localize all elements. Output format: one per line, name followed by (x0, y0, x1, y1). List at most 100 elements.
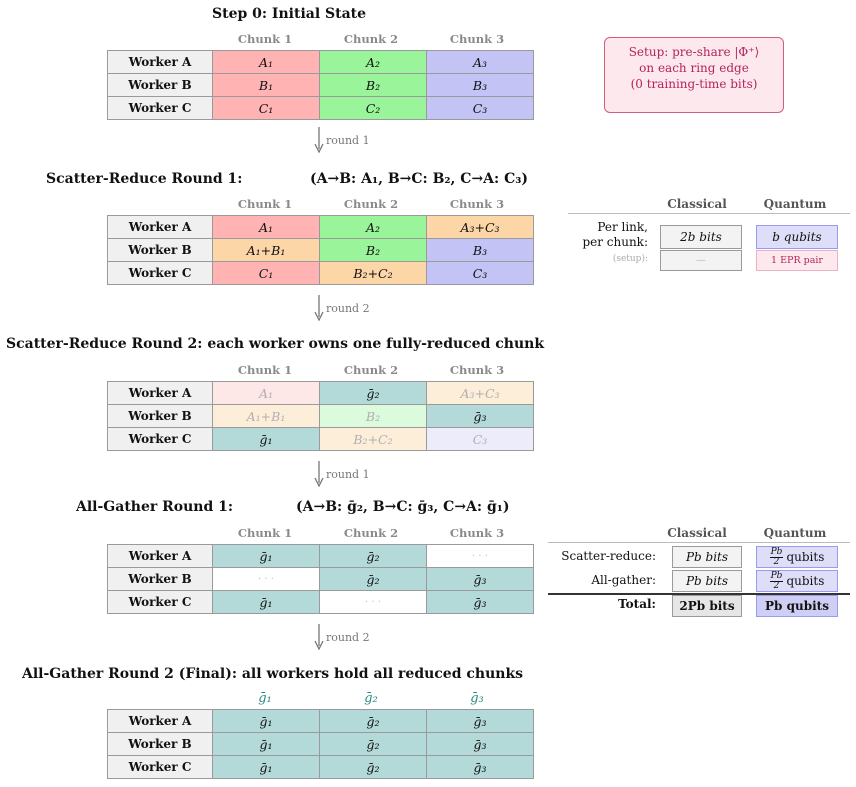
sr2-table: Worker A A₁ ḡ₂ A₃+C₃ Worker B A₁+B₁ B₂ ḡ… (107, 381, 534, 451)
cost1-label-setup: (setup): (612, 254, 648, 264)
row-label: Worker A (107, 50, 213, 74)
table-cell: ḡ₁ (212, 755, 320, 779)
cost1-classical-value: 2b bits (660, 225, 742, 249)
table-cell: A₃+C₃ (426, 215, 534, 239)
column-header: Chunk 1 (237, 197, 293, 211)
table-row: Worker C C₁ C₂ C₃ (107, 96, 534, 120)
table-cell: · · · (426, 544, 534, 568)
row-label: Worker C (107, 96, 213, 120)
cost1-header-quantum: Quantum (763, 197, 827, 211)
row-label: Worker A (107, 709, 213, 733)
table-cell: ḡ₁ (212, 544, 320, 568)
cost2-classical-gather: Pb bits (672, 570, 742, 592)
cost1-quantum-value: b qubits (756, 225, 838, 249)
table-cell: B₂ (319, 238, 427, 262)
divider (548, 542, 850, 543)
table-cell: A₁ (212, 50, 320, 74)
cost2-total-label: Total: (618, 597, 656, 611)
quantum-unit: qubits (786, 550, 825, 564)
table-cell: ḡ₃ (426, 590, 534, 614)
table-row: Worker C ḡ₁ ḡ₂ ḡ₃ (107, 755, 534, 779)
table-cell: A₂ (319, 215, 427, 239)
sr1-detail: (A→B: A₁, B→C: B₂, C→A: C₃) (310, 171, 528, 187)
ag1-title: All-Gather Round 1: (76, 499, 234, 515)
row-label: Worker A (107, 215, 213, 239)
ag2-title: All-Gather Round 2 (Final): all workers … (22, 666, 524, 682)
table-cell: C₂ (319, 96, 427, 120)
table-cell: A₁ (212, 381, 320, 405)
setup-note-line: on each ring edge (639, 61, 749, 75)
table-row: Worker B A₁+B₁ B₂ ḡ₃ (107, 404, 534, 428)
table-cell: ḡ₁ (212, 709, 320, 733)
fraction-numerator: Pb (769, 570, 784, 582)
table-cell: B₁ (212, 73, 320, 97)
table-cell: B₃ (426, 238, 534, 262)
table-cell: ḡ₁ (212, 590, 320, 614)
column-header: Chunk 2 (343, 526, 399, 540)
down-arrow-icon (314, 127, 324, 153)
table-cell: ḡ₁ (212, 732, 320, 756)
table-cell: B₂ (319, 404, 427, 428)
table-cell: C₃ (426, 96, 534, 120)
fraction-numerator: Pb (769, 546, 784, 558)
quantum-unit: qubits (786, 574, 825, 588)
ag1-table: Worker A ḡ₁ ḡ₂ · · · Worker B · · · ḡ₂ ḡ… (107, 544, 534, 614)
row-label: Worker C (107, 427, 213, 451)
cost2-header-quantum: Quantum (763, 526, 827, 540)
round-arrow: round 2 (314, 624, 370, 650)
table-row: Worker A ḡ₁ ḡ₂ ḡ₃ (107, 709, 534, 733)
column-header: Chunk 2 (343, 363, 399, 377)
down-arrow-icon (314, 295, 324, 321)
cost2-total-quantum: Pb qubits (756, 595, 838, 617)
column-header: ḡ₁ (258, 691, 272, 706)
table-cell: B₂+C₂ (319, 427, 427, 451)
table-cell: · · · (319, 590, 427, 614)
setup-note-line: Setup: pre-share |Φ⁺⟩ (628, 45, 760, 59)
step0-title: Step 0: Initial State (212, 6, 367, 22)
table-cell: A₃ (426, 50, 534, 74)
arrow-label: round 2 (326, 301, 370, 315)
table-cell: B₃ (426, 73, 534, 97)
sr1-table: Worker A A₁ A₂ A₃+C₃ Worker B A₁+B₁ B₂ B… (107, 215, 534, 285)
table-cell: C₁ (212, 261, 320, 285)
table-cell: ḡ₂ (319, 709, 427, 733)
table-cell: ḡ₂ (319, 381, 427, 405)
column-header: ḡ₂ (364, 691, 378, 706)
table-row: Worker B B₁ B₂ B₃ (107, 73, 534, 97)
cost1-label: per chunk: (582, 235, 648, 249)
round-arrow: round 1 (314, 461, 370, 487)
sr1-title: Scatter-Reduce Round 1: (46, 171, 243, 187)
table-row: Worker A A₁ A₂ A₃ (107, 50, 534, 74)
column-header: Chunk 2 (343, 197, 399, 211)
cost2-header-classical: Classical (667, 526, 727, 540)
round-arrow: round 2 (314, 295, 370, 321)
table-cell: ḡ₃ (426, 709, 534, 733)
table-cell: A₃+C₃ (426, 381, 534, 405)
table-row: Worker B A₁+B₁ B₂ B₃ (107, 238, 534, 262)
column-header: Chunk 1 (237, 32, 293, 46)
step0-table: Worker A A₁ A₂ A₃ Worker B B₁ B₂ B₃ Work… (107, 50, 534, 120)
row-label: Worker C (107, 261, 213, 285)
row-label: Worker B (107, 404, 213, 428)
sr2-title: Scatter-Reduce Round 2: each worker owns… (6, 336, 545, 352)
table-cell: ḡ₃ (426, 755, 534, 779)
table-cell: ḡ₁ (212, 427, 320, 451)
row-label: Worker A (107, 381, 213, 405)
table-cell: A₁+B₁ (212, 404, 320, 428)
table-row: Worker A ḡ₁ ḡ₂ · · · (107, 544, 534, 568)
sr2-column-headers: Chunk 1 Chunk 2 Chunk 3 (212, 363, 530, 377)
column-header: Chunk 3 (449, 32, 505, 46)
arrow-label: round 1 (326, 133, 370, 147)
table-row: Worker A A₁ ḡ₂ A₃+C₃ (107, 381, 534, 405)
cost2-row-label: Scatter-reduce: (561, 549, 656, 563)
arrow-label: round 2 (326, 630, 370, 644)
table-cell: A₂ (319, 50, 427, 74)
table-row: Worker B · · · ḡ₂ ḡ₃ (107, 567, 534, 591)
row-label: Worker A (107, 544, 213, 568)
table-cell: B₂+C₂ (319, 261, 427, 285)
table-cell: ḡ₂ (319, 755, 427, 779)
table-cell: ḡ₂ (319, 544, 427, 568)
ag1-column-headers: Chunk 1 Chunk 2 Chunk 3 (212, 526, 530, 540)
table-cell: ḡ₃ (426, 732, 534, 756)
